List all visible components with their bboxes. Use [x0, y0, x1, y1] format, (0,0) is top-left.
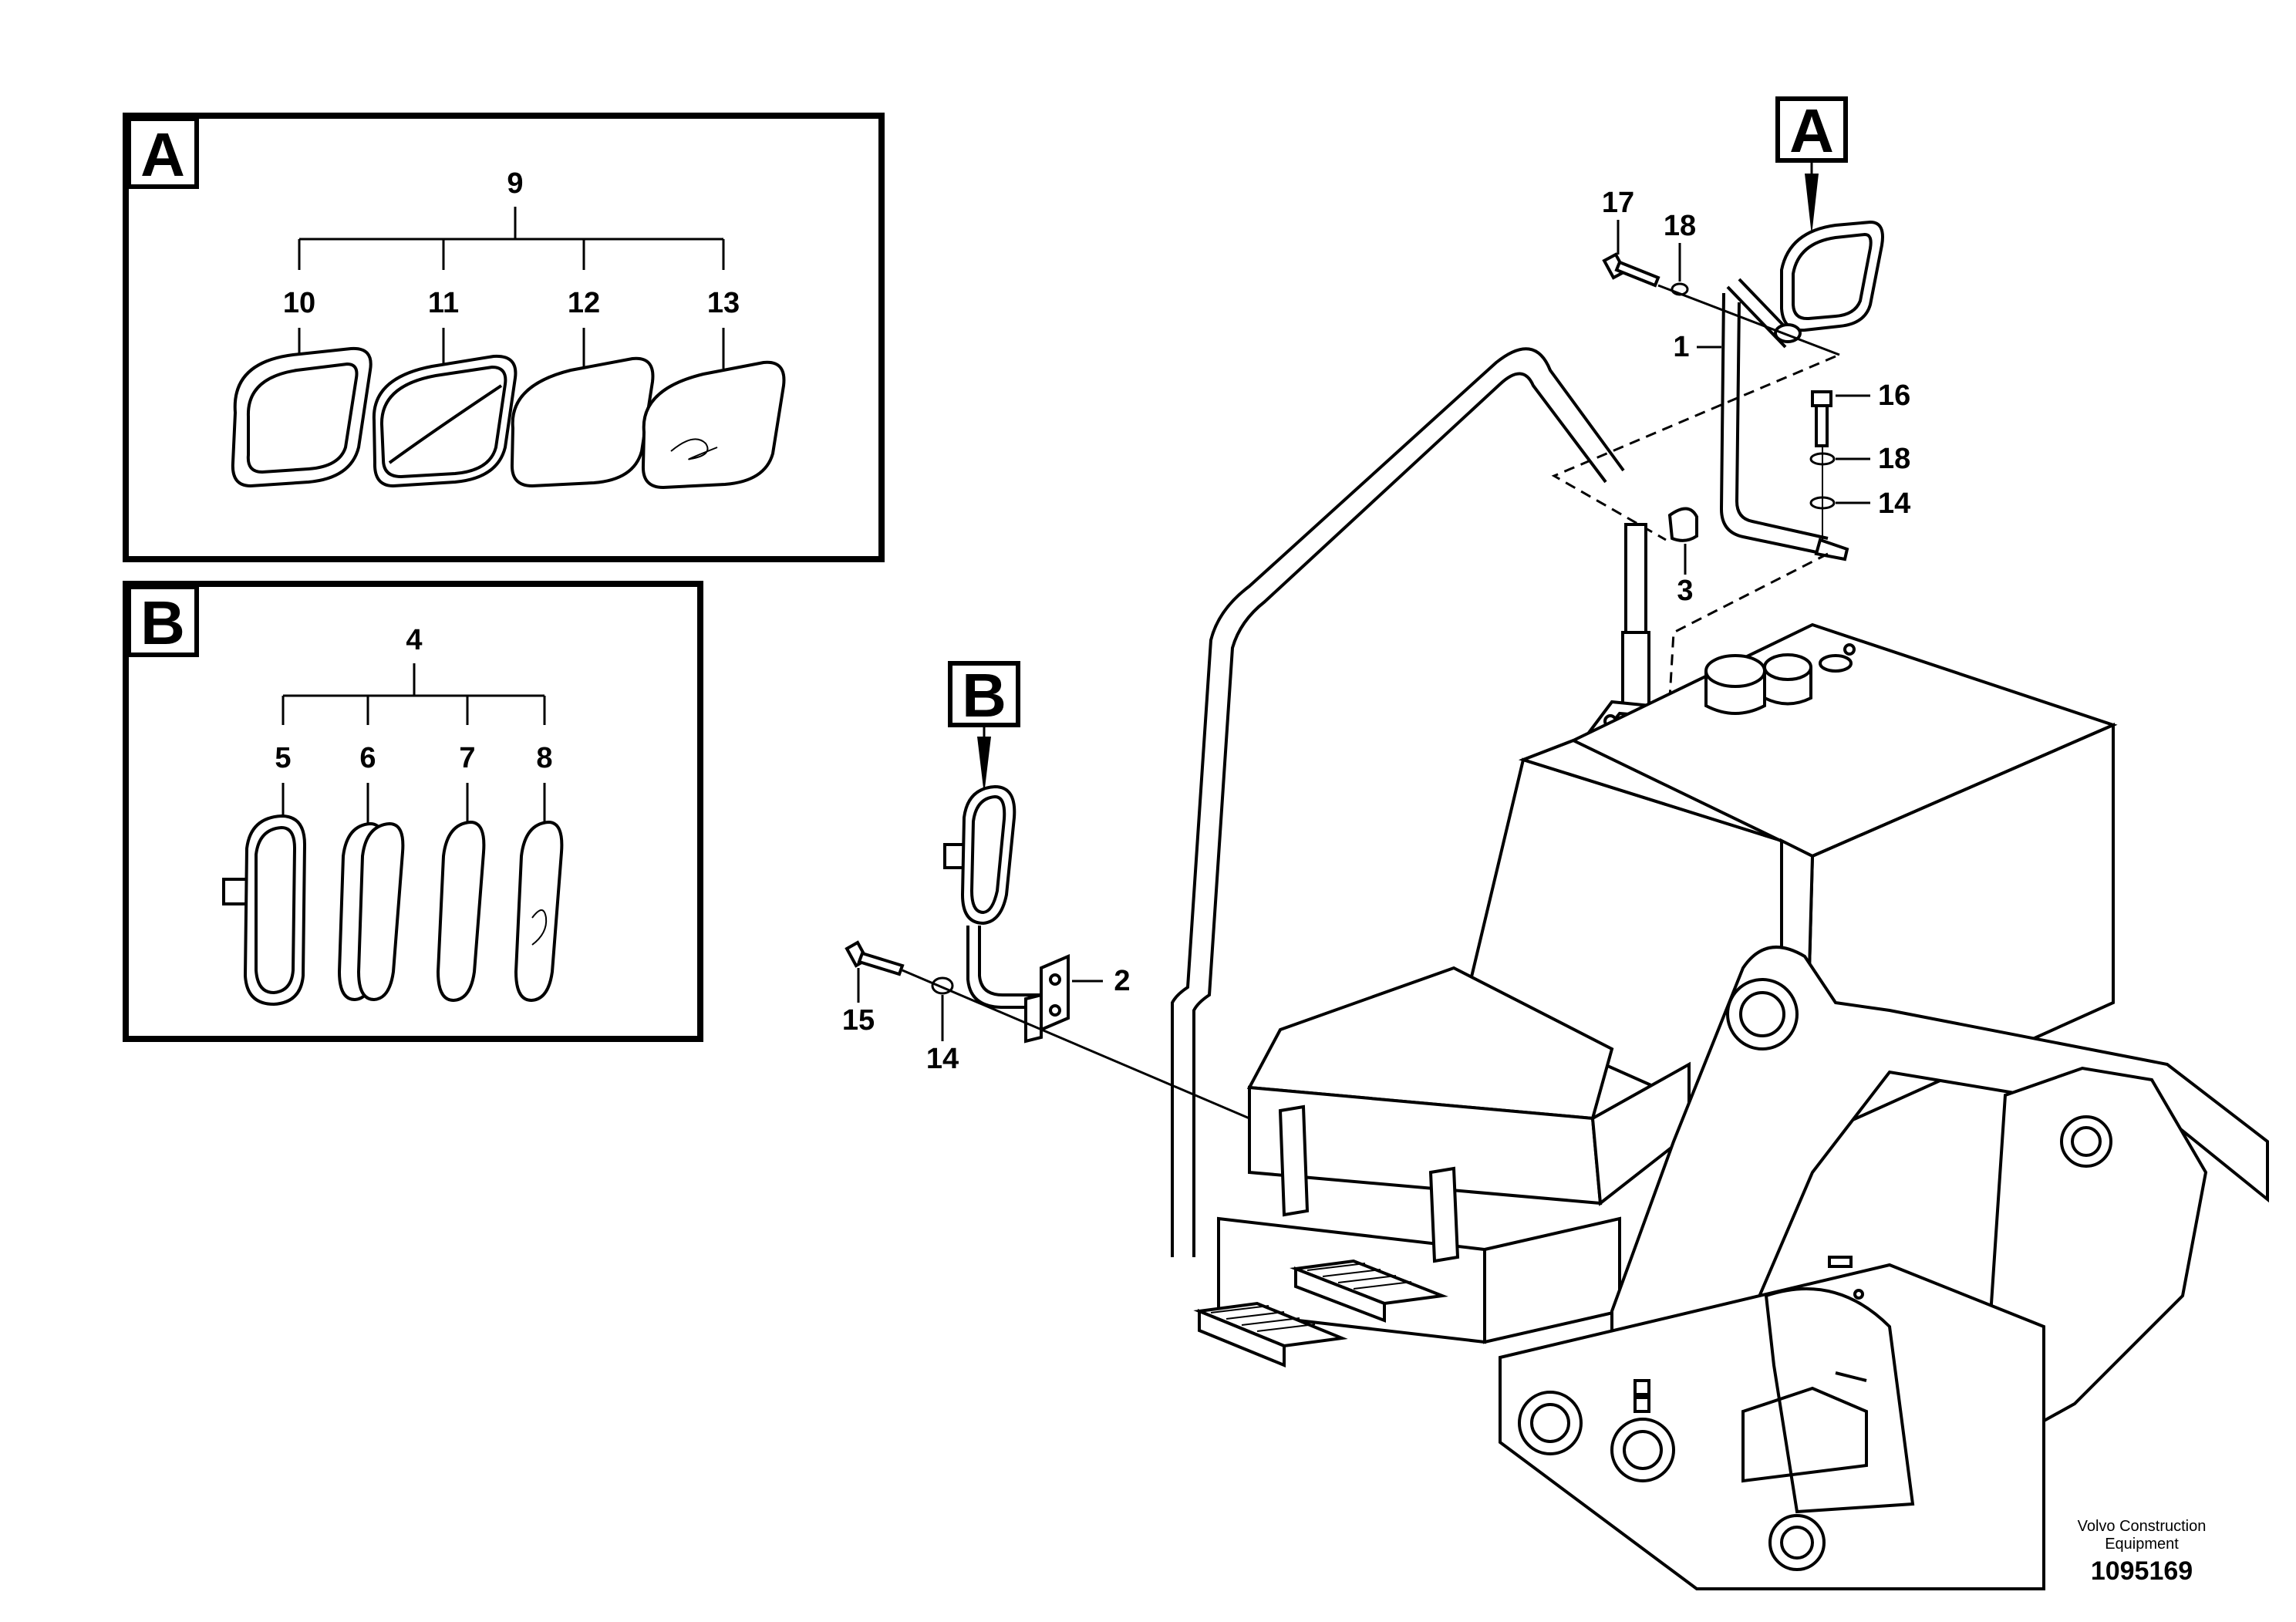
callout-9: 9: [507, 167, 523, 200]
machine-frame: [1171, 347, 2269, 1590]
clamp-3: [1667, 507, 1698, 542]
callout-4-bracket: [282, 663, 546, 725]
detail-box-a: A 9 10 11 12 13: [123, 113, 885, 562]
callout-14-upper: 14: [1878, 487, 1910, 520]
callout-17: 17: [1602, 187, 1634, 219]
detail-box-b-letter: B: [140, 588, 185, 657]
callout-6: 6: [359, 742, 376, 774]
footer: Volvo Construction Equipment 1095169: [2078, 1518, 2207, 1586]
callout-4: 4: [406, 624, 422, 656]
callout-1: 1: [1673, 331, 1689, 363]
mirror-gasket-6: [337, 821, 405, 1002]
callout-9-bracket: [298, 207, 725, 270]
view-marker-a: A: [1775, 96, 1848, 235]
mirror-glass-12: [510, 356, 655, 488]
callout-18-upper: 18: [1664, 210, 1696, 242]
callout-14-lower: 14: [926, 1043, 959, 1075]
view-marker-a-letter: A: [1789, 96, 1834, 165]
callout-2: 2: [1114, 965, 1130, 997]
company-name-line2: Equipment: [2105, 1536, 2179, 1553]
callout-12: 12: [568, 287, 600, 319]
callout-18-lower: 18: [1878, 443, 1910, 475]
detail-box-a-letter: A: [140, 120, 185, 189]
drawing-number: 1095169: [2091, 1556, 2193, 1586]
mirror-assembly-b: [943, 784, 1070, 1044]
callout-7: 7: [459, 742, 475, 774]
callout-8: 8: [536, 742, 552, 774]
callout-11: 11: [428, 287, 459, 319]
bolt-15: [845, 940, 905, 976]
callouts: 17 18 1 16 18 14 3 2 15 14: [842, 187, 1910, 1075]
view-marker-b-letter: B: [962, 661, 1006, 730]
mirror-housing-5: [222, 814, 307, 1007]
callout-13: 13: [707, 287, 740, 319]
alignment-lines: [1551, 355, 1836, 699]
mirror-glass-8: [514, 820, 564, 1003]
mirror-gasket-11: [372, 354, 518, 488]
box-letter-frame: [126, 116, 199, 189]
callout-3: 3: [1677, 575, 1693, 607]
callout-5: 5: [275, 742, 291, 774]
view-marker-b: B: [948, 661, 1020, 794]
callout-16: 16: [1878, 379, 1910, 412]
mirror-assembly-a: [1719, 220, 1884, 561]
detail-box-b: B 4 5 6 7 8: [123, 581, 703, 1042]
mirror-glass-13: [641, 360, 786, 490]
mirror-housing-10: [231, 346, 373, 488]
callout-10: 10: [283, 287, 315, 319]
callout-15: 15: [842, 1004, 875, 1037]
mirror-glass-7: [436, 820, 486, 1003]
company-name-line1: Volvo Construction: [2078, 1518, 2207, 1535]
bolt-17: [1602, 252, 1660, 288]
bolt-16: [1811, 390, 1832, 447]
assembly-line-b: [902, 969, 1250, 1120]
